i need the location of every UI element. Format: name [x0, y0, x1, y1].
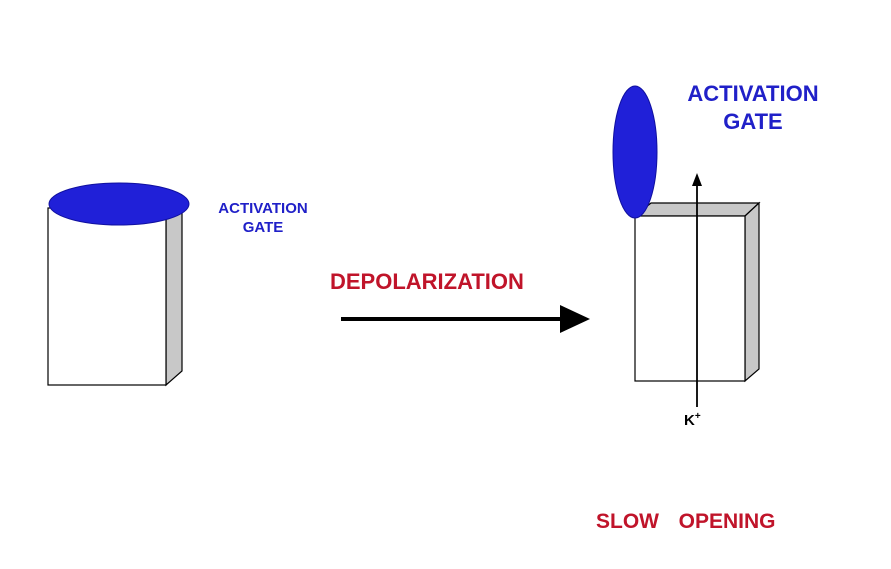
- ion-charge: +: [694, 411, 701, 422]
- closed-channel-side-face: [165, 194, 183, 387]
- closed-channel-front-face: [47, 207, 167, 386]
- closed-gate-label-line1: ACTIVATION: [218, 200, 308, 217]
- open-activation-gate: [612, 85, 658, 219]
- open-gate-label: ACTIVATION GATE: [668, 80, 838, 135]
- closed-gate-label: ACTIVATION GATE: [196, 200, 330, 238]
- ion-flow-arrow: [692, 173, 702, 407]
- closed-channel: [47, 182, 190, 387]
- closed-gate-label-line2: GATE: [242, 218, 284, 236]
- open-gate-label-line1: ACTIVATION: [687, 81, 819, 106]
- ion-symbol: K: [684, 412, 695, 429]
- open-gate-label-line2: GATE: [723, 108, 783, 134]
- closed-activation-gate: [48, 182, 190, 226]
- open-channel-front-face: [634, 215, 746, 382]
- open-channel: [612, 85, 761, 407]
- potassium-ion-label: K+: [684, 411, 724, 431]
- depolarization-arrow: [341, 305, 590, 333]
- slow-opening-caption: SLOW OPENING: [596, 510, 776, 533]
- open-channel-side-face: [744, 201, 760, 383]
- depolarization-label: DEPOLARIZATION: [330, 269, 524, 294]
